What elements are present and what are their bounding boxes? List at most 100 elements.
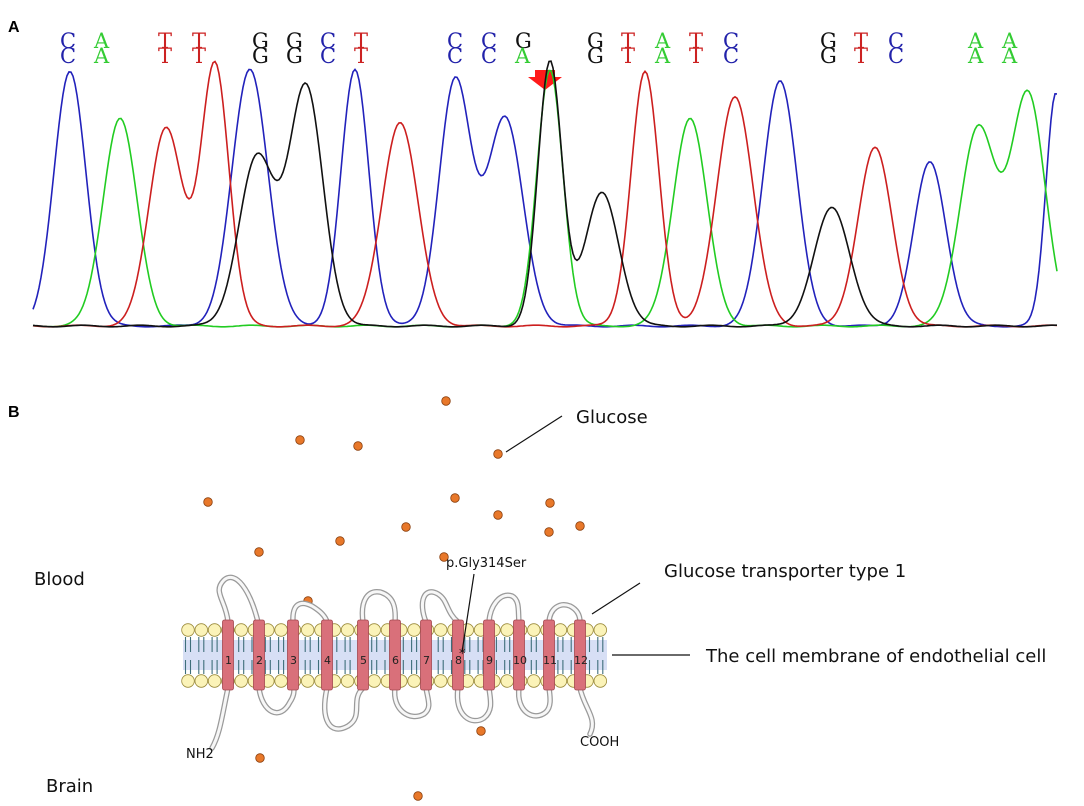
panel-b-label: B — [8, 404, 20, 421]
lipid-head — [367, 674, 381, 688]
transporter-label: Glucose transporter type 1 — [664, 561, 906, 582]
helix-number: 8 — [455, 654, 462, 667]
base-call: C — [723, 29, 739, 53]
mutation-asterisk: * — [459, 647, 466, 662]
base-call: G — [252, 29, 269, 53]
helix-number: 7 — [423, 654, 430, 667]
trace-g — [32, 60, 1057, 328]
glucose-molecule — [439, 552, 449, 562]
base-call: C — [447, 29, 463, 53]
glucose-molecule — [353, 441, 363, 451]
helix-number: 6 — [392, 654, 399, 667]
helix-bar — [253, 619, 265, 691]
helix-1: 1 — [222, 619, 234, 691]
lipid-head — [207, 623, 222, 637]
base-call: G — [587, 29, 604, 53]
base-call: C — [723, 44, 739, 68]
glucose-leader-line — [505, 415, 563, 453]
helix-9: 9 — [483, 619, 495, 691]
base-call: C — [447, 44, 463, 68]
base-call: A — [1001, 44, 1018, 68]
base-call: C — [481, 29, 497, 53]
lipid-head — [181, 674, 195, 688]
mutation-label: p.Gly314Ser — [446, 556, 527, 571]
helix-bar — [321, 619, 333, 691]
helix-number: 12 — [574, 654, 588, 667]
mutation-leader-line — [461, 573, 475, 653]
loop-outline — [392, 685, 432, 720]
panel-a-label: A — [8, 19, 20, 36]
base-call: G — [587, 44, 604, 68]
base-call: A — [654, 44, 671, 68]
base-call: C — [60, 44, 76, 68]
glucose-molecule — [441, 396, 451, 406]
lipid-head — [553, 623, 568, 637]
lipid-head — [234, 674, 248, 688]
lipid-head — [301, 674, 315, 688]
helix-number: 3 — [290, 654, 297, 667]
base-call: T — [854, 29, 868, 53]
base-call: G — [820, 29, 837, 53]
sequence-base-calls: CCAATTTTGGGGCCTTCCCCGAGGTTAATTCCGGTTCCAA… — [60, 29, 1018, 68]
loop — [360, 590, 397, 624]
helix-number: 11 — [543, 654, 557, 667]
loop — [257, 686, 296, 715]
trace-c — [32, 68, 1058, 328]
lipid-head — [434, 623, 448, 637]
loop — [487, 593, 521, 624]
helix-number: 2 — [256, 654, 263, 667]
helix-8: 8 — [452, 619, 464, 691]
loop — [210, 686, 230, 750]
base-call: T — [158, 29, 172, 53]
lipid-head — [340, 623, 355, 637]
helix-10: 10 — [513, 619, 527, 691]
glucose-molecule — [255, 753, 265, 763]
glucose-molecule — [493, 510, 503, 520]
helix-bar — [420, 619, 432, 691]
lipid-head — [407, 623, 421, 637]
loop — [421, 590, 460, 624]
glucose-molecule — [335, 536, 345, 546]
base-call: T — [158, 44, 172, 68]
glucose-molecule — [295, 435, 305, 445]
helix-2: 2 — [253, 619, 265, 691]
loop-outline — [256, 685, 297, 716]
loop — [393, 686, 431, 718]
lipid-head — [234, 623, 248, 637]
base-call: T — [854, 44, 868, 68]
lipid-head — [593, 623, 608, 637]
glucose-label: Glucose — [576, 407, 648, 428]
base-call: G — [820, 44, 837, 68]
glucose-molecule — [476, 726, 486, 736]
base-call: T — [621, 29, 635, 53]
base-call: A — [93, 29, 110, 53]
lipid-head — [207, 674, 222, 688]
base-call: A — [967, 29, 984, 53]
base-call: T — [192, 29, 206, 53]
loop — [217, 576, 260, 624]
base-call: C — [481, 44, 497, 68]
base-call: G — [286, 44, 303, 68]
loop — [291, 601, 329, 624]
helix-12: 12 — [574, 619, 588, 691]
base-call: A — [1001, 29, 1018, 53]
helix-bar — [357, 619, 369, 691]
base-call: T — [621, 44, 635, 68]
base-call: T — [192, 44, 206, 68]
helix-number: 10 — [513, 654, 527, 667]
chromatogram-traces — [32, 60, 1058, 328]
base-call: A — [514, 44, 531, 68]
helix-bar — [222, 619, 234, 691]
lipid-head — [593, 674, 608, 688]
glucose-molecule — [401, 522, 411, 532]
glucose-molecule — [254, 547, 264, 557]
transporter-leader-line — [591, 582, 641, 615]
lipid-head — [527, 674, 541, 688]
loop — [455, 686, 493, 723]
lipid-head — [274, 623, 288, 637]
helix-4: 4 — [321, 619, 333, 691]
lipid-head — [407, 674, 421, 688]
helix-11: 11 — [543, 619, 557, 691]
